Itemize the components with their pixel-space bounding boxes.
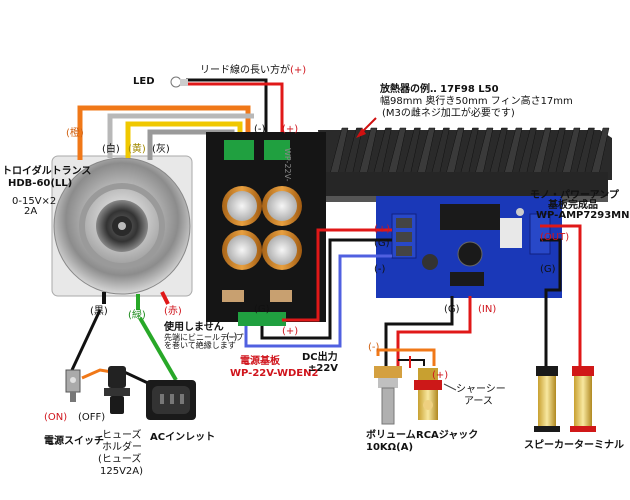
unused-note-2: を巻いて絶縁します [164,341,236,350]
unused-note-1: 先端にビニールテープ [164,333,244,342]
fuse-line2: ホルダー [102,442,142,453]
volume-minus: (-) [368,342,380,353]
led [170,76,188,88]
amp-sig-in: (IN) [478,304,497,315]
amp-title-2: 基板完成品 [548,200,598,211]
fuse-holder [104,366,130,414]
dc-output-line1: DC出力 [302,352,338,363]
label-wire-yellow: (黄) [128,144,146,155]
psu-model: WP-22V-WDEN2 [230,368,319,379]
unused-title: 使用しません [164,322,224,333]
volume-line1: ボリューム [366,430,416,441]
power-supply-board [206,132,326,326]
psu-out-minus: (-) [226,332,238,343]
transformer-current: 2A [24,206,38,217]
amp-sig-gnd: (G) [444,304,460,315]
wire-dc-gnd [260,238,392,340]
label-wire-gray: (灰) [152,144,170,155]
heatsink-line1: 放熱器の例‥ 17F98 L50 [380,84,499,95]
wire-dc-plus [282,228,392,322]
led-plus: (+) [290,65,307,76]
wire-white [107,113,254,158]
switch-on: (ON) [44,412,68,423]
led-label: LED [133,76,155,87]
wire-out-plus [540,224,582,370]
label-led-plus: (+) [282,124,299,135]
label-wire-black: (黒) [90,306,108,317]
chassis-line1: シャーシー [456,384,506,395]
led-note-text: リード線の長い方が [200,65,290,76]
psu-terminal-led [264,140,290,160]
psu-out-gnd: (G) [254,304,270,315]
volume-plus: (+) [432,370,449,381]
fuse-line4: 125V2A) [100,466,144,477]
wire-volume-orange [376,348,436,366]
toroidal-transformer [51,155,193,297]
capacitor-top [227,235,257,265]
capacitor-top [267,191,297,221]
psu-terminal-dc [238,312,286,326]
dc-output-line2: ±22V [308,363,339,374]
psu-title: 電源基板 [240,356,280,367]
fuse-line3: (ヒューズ [98,454,142,465]
psu-terminal-ac [224,140,254,160]
amp-out-gnd: (G) [540,264,556,275]
led-note: リード線の長い方が(+) [200,65,306,76]
power-switch [65,369,81,402]
amp-board [376,196,562,298]
wire-out-gnd [540,238,562,370]
volume-line2: 10KΩ(A) [366,442,414,453]
transformer-model: HDB-60(LL) [8,178,73,189]
amp-in-plus: (+) [374,224,391,235]
ac-inlet-label: ACインレット [150,432,216,443]
switch-label: 電源スイッチ [44,436,104,447]
wire-led-black [186,78,268,148]
label-wire-orange: (橙) [66,128,84,139]
amp-model: WP-AMP7293MN [536,210,630,221]
transformer-voltage: 0-15V×2 [12,196,57,207]
chassis-line2: アース [464,396,493,407]
capacitor-top [227,191,257,221]
psu-silkscreen: WP-22V- [283,148,292,182]
ac-inlet [146,380,196,420]
transformer-title: トロイダルトランス [2,166,92,177]
speaker-terminal [534,366,596,432]
amp-in-minus: (-) [374,264,386,275]
switch-off: (OFF) [78,412,106,423]
wire-red-bottom [160,291,170,305]
capacitor-top [267,235,297,265]
psu-out-plus: (+) [282,326,299,337]
heatsink-line3: (M3の雌ネジ加工が必要です) [382,108,515,119]
wire-sig-gnd [384,296,454,370]
speaker-label: スピーカーターミナル [524,440,624,451]
wire-orange [77,105,251,160]
amp-title-1: モノ・パワーアンプ [530,190,619,201]
amp-out: (OUT) [540,232,570,243]
fuse-line1: ヒューズ [102,430,142,441]
label-led-minus: (-) [254,124,266,135]
heatsink-line2: 幅98mm 奥行き50mm フィン高さ17mm [380,96,573,107]
volume-pot [374,366,402,425]
amp-in-gnd: (G) [374,238,390,249]
rca-label: RCAジャック [416,430,479,441]
label-wire-red: (赤) [164,306,182,317]
wire-led-red [186,82,284,148]
heatsink [318,127,612,202]
rca-jack [414,368,442,420]
wire-dc-minus [244,254,392,348]
label-wire-green: (緑) [128,310,146,321]
label-wire-white: (白) [102,144,120,155]
